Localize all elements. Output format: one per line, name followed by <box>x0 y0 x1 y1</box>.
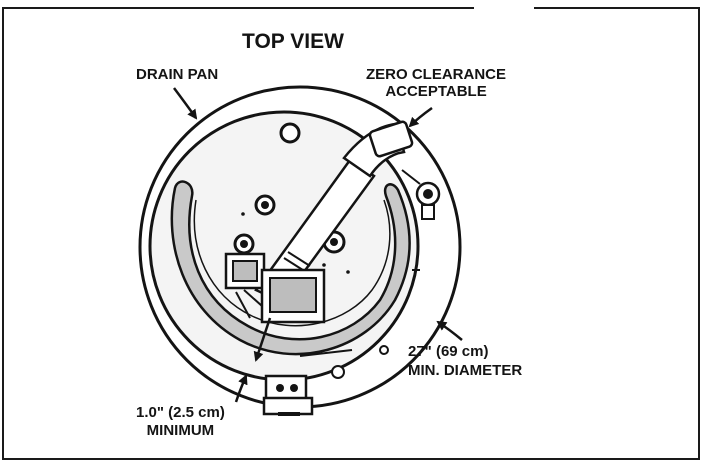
minimum-clearance-label: 1.0" (2.5 cm) MINIMUM <box>136 404 225 440</box>
diagram-title: TOP VIEW <box>242 30 344 53</box>
min-diameter-label: 27" (69 cm) MIN. DIAMETER <box>408 342 522 380</box>
vent-pipe <box>254 120 414 304</box>
arrow-zero-clearance <box>408 106 433 128</box>
leader-arrows <box>172 87 463 403</box>
arrow-min-diameter <box>436 320 463 341</box>
frame-top-gap <box>474 1 534 11</box>
insulation-ring <box>170 180 411 356</box>
min-diameter-line2: MIN. DIAMETER <box>408 362 523 379</box>
arrow-drain-pan <box>172 87 198 120</box>
minimum-line1: 1.0" (2.5 cm) <box>136 404 225 421</box>
relief-valve <box>401 169 441 220</box>
top-port <box>279 122 301 144</box>
arrow-gap <box>253 317 272 362</box>
min-diameter-line1: 27" (69 cm) <box>408 343 489 360</box>
drain-pan-label: DRAIN PAN <box>136 66 219 83</box>
zero-clearance-line2: ACCEPTABLE <box>385 83 487 100</box>
rim-fittings <box>299 269 420 379</box>
tank-fittings <box>233 122 350 274</box>
gas-control-valve <box>224 252 326 324</box>
insulation-ring-inner-line <box>193 199 391 327</box>
zero-clearance-label: ZERO CLEARANCE ACCEPTABLE <box>366 66 506 100</box>
zero-clearance-line1: ZERO CLEARANCE <box>366 66 507 83</box>
drain-valve <box>262 374 314 416</box>
arrow-minimum <box>234 374 248 403</box>
minimum-line2: MINIMUM <box>146 422 215 439</box>
